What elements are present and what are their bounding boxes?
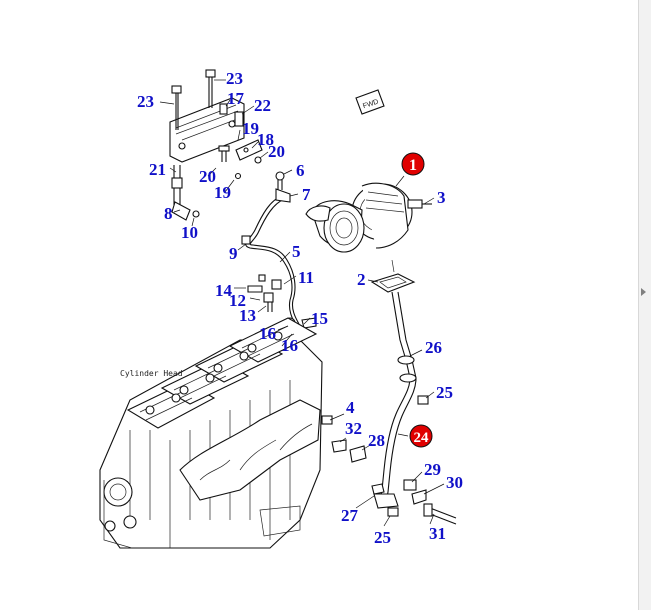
leader-lines bbox=[159, 79, 445, 527]
label-20: 20 bbox=[199, 167, 216, 186]
cylinder-head-annotation: Cylinder Head bbox=[120, 369, 183, 378]
label-11: 11 bbox=[298, 268, 314, 287]
label-15: 15 bbox=[311, 309, 328, 328]
fwd-direction-marker: FWD bbox=[355, 89, 385, 115]
scroll-right-arrow-icon[interactable] bbox=[641, 288, 646, 296]
oil-feed-pipe bbox=[241, 171, 300, 327]
label-16: 16 bbox=[281, 336, 298, 355]
label-18: 18 bbox=[257, 130, 274, 149]
label-30: 30 bbox=[446, 473, 463, 492]
stud-21 bbox=[171, 165, 183, 205]
bolt-23-left bbox=[171, 85, 182, 130]
spacer-17-22 bbox=[219, 103, 244, 127]
highlight-callout-24[interactable]: 24 bbox=[409, 424, 433, 448]
label-21: 21 bbox=[149, 160, 166, 179]
callout-labels: 23 23 17 22 19 18 20 21 20 19 6 7 3 8 10… bbox=[137, 69, 463, 547]
label-14: 14 bbox=[215, 281, 233, 300]
highlight-label-1: 1 bbox=[409, 157, 417, 174]
label-6: 6 bbox=[296, 161, 305, 180]
label-26: 26 bbox=[425, 338, 442, 357]
label-25: 25 bbox=[374, 528, 391, 547]
engine-block bbox=[99, 317, 323, 549]
label-25: 25 bbox=[436, 383, 453, 402]
label-7: 7 bbox=[302, 185, 311, 204]
label-32: 32 bbox=[345, 419, 362, 438]
bolt-23-right bbox=[205, 69, 216, 108]
fwd-text: FWD bbox=[362, 99, 379, 111]
parts-diagram: FWD bbox=[99, 69, 463, 549]
label-31: 31 bbox=[429, 524, 446, 543]
bracket-8 bbox=[171, 201, 200, 221]
label-19: 19 bbox=[242, 119, 259, 138]
label-9: 9 bbox=[229, 244, 238, 263]
vertical-scrollbar[interactable] bbox=[638, 0, 651, 610]
label-17: 17 bbox=[227, 89, 245, 108]
highlight-callout-1[interactable]: 1 bbox=[401, 152, 425, 176]
label-16: 16 bbox=[259, 324, 276, 343]
label-20: 20 bbox=[268, 142, 285, 161]
label-23: 23 bbox=[226, 69, 243, 88]
label-28: 28 bbox=[368, 431, 385, 450]
label-29: 29 bbox=[424, 460, 441, 479]
label-12: 12 bbox=[229, 291, 246, 310]
bracket-18 bbox=[218, 139, 263, 180]
gasket bbox=[370, 259, 416, 293]
label-2: 2 bbox=[357, 270, 366, 289]
label-8: 8 bbox=[164, 204, 173, 223]
turbocharger bbox=[305, 182, 432, 253]
highlight-label-24: 24 bbox=[414, 430, 430, 446]
label-3: 3 bbox=[437, 188, 446, 207]
label-23: 23 bbox=[137, 92, 154, 111]
label-13: 13 bbox=[239, 306, 256, 325]
label-5: 5 bbox=[292, 242, 301, 261]
label-4: 4 bbox=[346, 398, 355, 417]
label-19: 19 bbox=[214, 183, 231, 202]
label-22: 22 bbox=[254, 96, 271, 115]
label-10: 10 bbox=[181, 223, 198, 242]
parts-diagram-canvas: FWD bbox=[99, 69, 463, 549]
label-27: 27 bbox=[341, 506, 359, 525]
oil-drain-tube bbox=[371, 291, 457, 525]
